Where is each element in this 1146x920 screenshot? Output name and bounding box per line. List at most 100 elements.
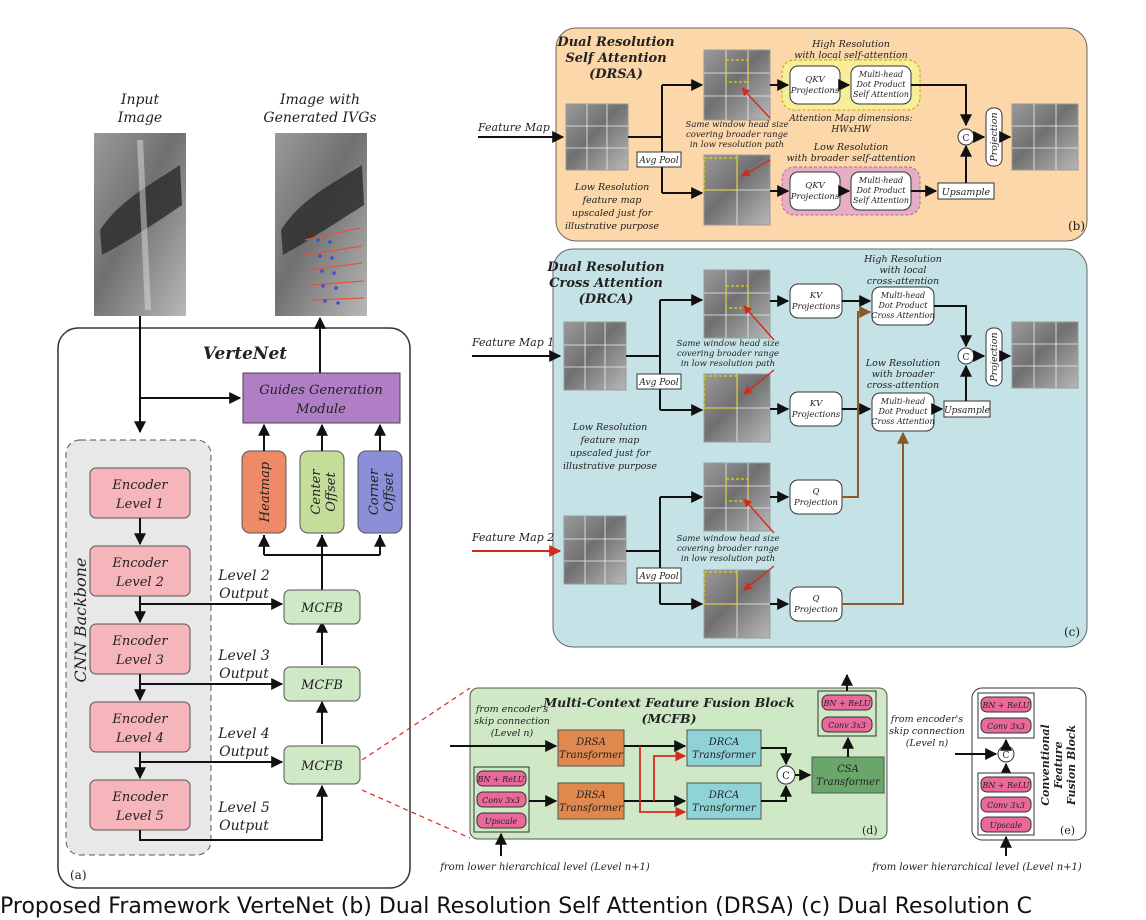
- drca-low-res-note: Low Resolution feature map upscaled just…: [563, 422, 657, 472]
- conv-out-bn-relu: BN + ReLU: [980, 696, 1032, 713]
- drca-feature-map-1-label: Feature Map 1: [471, 336, 554, 349]
- guides-generation-module: Guides Generation Module: [242, 372, 401, 424]
- drca-avg-pool-1: Avg Pool: [636, 373, 682, 390]
- drsa-high-res-map: [703, 49, 771, 121]
- svg-text:Conv 3x3: Conv 3x3: [482, 796, 520, 805]
- svg-text:Level 5: Level 5: [217, 800, 270, 816]
- svg-text:Upscale: Upscale: [485, 817, 518, 826]
- svg-text:Conv 3x3: Conv 3x3: [828, 721, 866, 730]
- drca-output-map: [1011, 321, 1079, 389]
- svg-text:Dot Product: Dot Product: [856, 186, 907, 195]
- svg-text:Q: Q: [813, 487, 820, 497]
- drsa-upsample: Upsample: [937, 182, 995, 200]
- drca-mhca-high: Multi-head Dot Product Cross Attention: [871, 286, 935, 326]
- svg-text:Self Attention: Self Attention: [565, 51, 666, 66]
- svg-text:covering broader range: covering broader range: [677, 349, 779, 359]
- mcfb-skip-label: from encoder's skip connection (Level n): [474, 704, 550, 739]
- svg-text:with broader: with broader: [872, 369, 936, 380]
- drca-q-low: Q Projection: [789, 586, 843, 622]
- svg-text:Generated IVGs: Generated IVGs: [263, 110, 376, 126]
- mcfb-drsa-bottom: DRSA Transformer: [557, 782, 625, 820]
- svg-text:Encoder: Encoder: [111, 712, 168, 727]
- svg-text:Module: Module: [295, 402, 346, 417]
- drsa-low-mhsa: Multi-head Dot Product Self Attention: [850, 171, 912, 211]
- svg-text:(MCFB): (MCFB): [641, 711, 696, 726]
- svg-text:Level 4: Level 4: [217, 726, 270, 742]
- svg-text:Attention Map dimensions:: Attention Map dimensions:: [788, 114, 912, 124]
- drsa-low-res-note: Low Resolution feature map upscaled just…: [565, 182, 659, 232]
- svg-text:Same window head size: Same window head size: [686, 120, 789, 130]
- svg-text:Upsample: Upsample: [944, 406, 990, 416]
- svg-text:from encoder's: from encoder's: [475, 704, 548, 715]
- svg-text:Q: Q: [813, 594, 820, 604]
- svg-text:C: C: [963, 134, 970, 144]
- svg-text:Projections: Projections: [790, 86, 840, 96]
- drsa-feature-map-label: Feature Map: [477, 121, 550, 134]
- svg-text:Level 5: Level 5: [115, 809, 164, 824]
- svg-text:DRSA: DRSA: [575, 737, 606, 748]
- svg-text:Encoder: Encoder: [111, 790, 168, 805]
- svg-text:Level 4: Level 4: [115, 731, 164, 746]
- svg-text:Avg Pool: Avg Pool: [638, 572, 678, 582]
- svg-text:with local self-attention: with local self-attention: [794, 50, 908, 61]
- svg-text:DRSA: DRSA: [575, 790, 606, 801]
- drca-avg-pool-2: Avg Pool: [636, 567, 682, 584]
- output-xray-image: [275, 133, 367, 316]
- level-5-output-label: Level 5 Output: [217, 800, 270, 834]
- svg-text:Projections: Projections: [790, 192, 840, 202]
- svg-text:Output: Output: [219, 586, 269, 602]
- svg-text:Feature: Feature: [1052, 741, 1065, 789]
- drca-input-map-1: [563, 321, 627, 391]
- drca-fm2-low-res-map: [703, 569, 771, 639]
- svg-text:DRCA: DRCA: [708, 790, 739, 801]
- mcfb-in-upscale: Upscale: [476, 812, 527, 829]
- svg-text:Dot Product: Dot Product: [856, 80, 907, 89]
- svg-text:Fusion Block: Fusion Block: [1065, 724, 1078, 806]
- input-image-label: Input Image: [117, 92, 162, 126]
- drsa-low-res-label: Low Resolution with broader self-attenti…: [786, 142, 915, 164]
- mcfb-out-conv: Conv 3x3: [821, 716, 873, 733]
- svg-text:Multi-head: Multi-head: [880, 291, 925, 300]
- drsa-attn-dims: Attention Map dimensions: HWxHW: [788, 114, 912, 135]
- level-4-output-label: Level 4 Output: [217, 726, 270, 760]
- drca-high-res-label: High Resolution with local cross-attenti…: [863, 254, 942, 287]
- svg-text:Multi-head: Multi-head: [880, 397, 925, 406]
- svg-text:Dual Resolution: Dual Resolution: [556, 35, 674, 50]
- mcfb-title: Multi-Context Feature Fusion Block (MCFB…: [542, 695, 795, 726]
- conv-in-conv: Conv 3x3: [980, 796, 1032, 813]
- svg-text:High Resolution: High Resolution: [863, 254, 942, 265]
- drsa-title: Dual Resolution Self Attention (DRSA): [556, 35, 674, 82]
- svg-text:Guides Generation: Guides Generation: [259, 383, 382, 398]
- svg-text:Same window head size: Same window head size: [677, 534, 780, 544]
- svg-text:from encoder's: from encoder's: [890, 714, 963, 725]
- drsa-concat: C: [957, 128, 975, 146]
- svg-text:skip connection: skip connection: [474, 716, 550, 727]
- input-xray-image: [94, 133, 186, 316]
- drsa-high-qkv: QKV Projections: [789, 65, 841, 105]
- svg-text:Level 3: Level 3: [115, 653, 164, 668]
- svg-text:(Level n): (Level n): [491, 728, 534, 739]
- panel-a: Input Image Image with Generated IVGs: [57, 92, 471, 889]
- svg-text:Input: Input: [120, 92, 160, 108]
- center-offset-head: Center Offset: [299, 450, 345, 534]
- svg-text:Cross Attention: Cross Attention: [871, 311, 934, 320]
- svg-text:Output: Output: [219, 818, 269, 834]
- encoder-level-3: Encoder Level 3: [89, 623, 191, 675]
- svg-text:feature map: feature map: [580, 435, 640, 446]
- svg-text:Level 2: Level 2: [115, 575, 164, 590]
- drsa-input-map: [565, 103, 629, 171]
- svg-text:Projection: Projection: [989, 112, 1000, 162]
- conv-concat: C: [997, 745, 1015, 763]
- svg-text:Offset: Offset: [324, 472, 339, 512]
- svg-text:BN + ReLU: BN + ReLU: [822, 699, 870, 708]
- svg-text:C: C: [782, 771, 790, 782]
- mcfb-lower-label: from lower hierarchical level (Level n+1…: [439, 862, 650, 873]
- svg-text:Projection: Projection: [793, 498, 838, 508]
- mcfb-concat: C: [776, 765, 796, 785]
- drca-fm1-high-res-map: [703, 269, 771, 339]
- svg-text:Cross Attention: Cross Attention: [549, 276, 663, 291]
- svg-text:in low resolution path: in low resolution path: [681, 359, 775, 369]
- svg-text:MCFB: MCFB: [300, 601, 343, 616]
- svg-text:KV: KV: [809, 291, 823, 301]
- svg-text:Low Resolution: Low Resolution: [813, 142, 888, 153]
